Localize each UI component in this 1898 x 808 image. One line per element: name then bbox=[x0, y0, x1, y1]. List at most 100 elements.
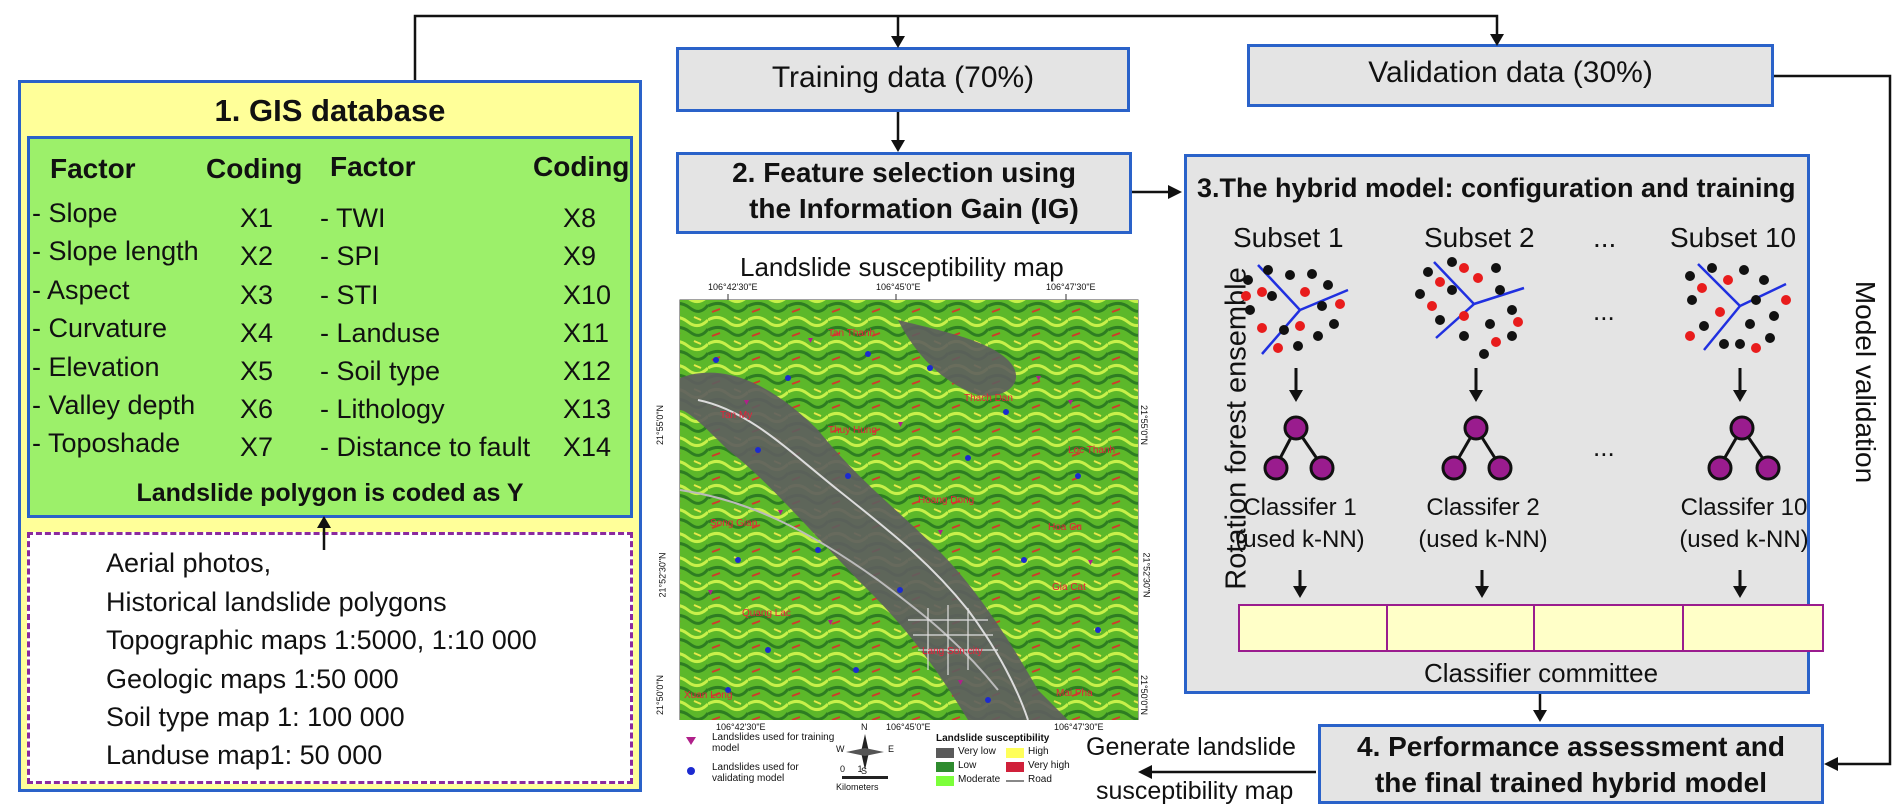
map-tick-bottom: 106°42'30"E bbox=[716, 722, 766, 732]
class-label: Low bbox=[958, 760, 977, 771]
performance-box bbox=[1318, 724, 1824, 804]
susceptibility-map: 106°42'30"E 106°45'0"E 106°47'30"E 106°4… bbox=[668, 282, 1156, 732]
subset-label: Subset 1 bbox=[1233, 222, 1344, 253]
road-swatch bbox=[1006, 780, 1024, 782]
tree-icon bbox=[1263, 415, 1335, 481]
code-item: X7 bbox=[240, 432, 274, 462]
validation-data-box bbox=[1247, 44, 1774, 107]
col-header-factor-right: Factor bbox=[330, 151, 416, 182]
road bbox=[679, 489, 999, 691]
place-label: Song Giap bbox=[710, 518, 758, 529]
code-item: X2 bbox=[240, 241, 274, 271]
tree-ellipsis: ... bbox=[1593, 432, 1615, 462]
place-label: Hoang Dong bbox=[918, 495, 975, 506]
col-header-factor-left: Factor bbox=[50, 153, 136, 184]
generate-line2: susceptibility map bbox=[1096, 777, 1294, 805]
compass-e: E bbox=[888, 744, 895, 754]
source-item: Topographic maps 1:5000, 1:10 000 bbox=[106, 625, 537, 655]
scale-unit: Kilometers bbox=[836, 782, 879, 792]
place-label: Quang Lac bbox=[742, 608, 791, 619]
code-item: X1 bbox=[240, 203, 274, 233]
code-item: X13 bbox=[563, 394, 612, 424]
data-sources-box bbox=[27, 532, 633, 784]
scale-bar bbox=[842, 776, 888, 779]
factor-item: - Slope bbox=[32, 198, 118, 228]
committee-cell bbox=[1240, 606, 1388, 650]
feature-selection-box bbox=[676, 152, 1132, 234]
map-title: Landslide susceptibility map bbox=[740, 252, 1064, 282]
gis-factor-table bbox=[27, 136, 633, 518]
factor-item: - SPI bbox=[320, 241, 381, 271]
place-label: Thuy Hung bbox=[828, 425, 877, 436]
factor-item: - Curvature bbox=[32, 313, 168, 343]
classifier-sub: (used k-NN) bbox=[1418, 526, 1548, 553]
upper-gray-region bbox=[898, 320, 1017, 396]
scatter-to-tree-arrows bbox=[1289, 368, 1747, 402]
map-tick-top: 106°47'30"E bbox=[1046, 282, 1096, 292]
class-label: Moderate bbox=[958, 774, 1001, 785]
class-swatch bbox=[936, 776, 954, 786]
validating-marker-icon bbox=[687, 767, 695, 775]
committee-label: Classifier committee bbox=[1424, 658, 1659, 688]
committee-cell bbox=[1388, 606, 1535, 650]
compass-icon bbox=[846, 734, 884, 770]
factor-item: - STI bbox=[320, 280, 379, 310]
class-swatch bbox=[936, 748, 954, 758]
training-marker-icon bbox=[686, 737, 696, 745]
factor-item: - TWI bbox=[320, 203, 386, 233]
map-tick-bottom: 106°45'0"E bbox=[886, 722, 931, 732]
class-label: Road bbox=[1028, 774, 1052, 785]
class-label: Very high bbox=[1028, 760, 1070, 771]
training-data-label: Training data (70%) bbox=[771, 61, 1035, 94]
river bbox=[697, 399, 1029, 721]
code-item: X6 bbox=[240, 394, 274, 424]
classifier-sub: (used k-NN) bbox=[1679, 526, 1809, 553]
legend-training-label: Landslides used for training model bbox=[712, 732, 835, 754]
classifier-sub: (used k-NN) bbox=[1235, 526, 1365, 553]
col-header-coding-right: Coding bbox=[533, 151, 630, 182]
code-item: X11 bbox=[563, 318, 610, 348]
col-header-coding-left: Coding bbox=[206, 153, 303, 184]
compass-w: W bbox=[836, 744, 845, 754]
gis-footer: Landslide polygon is coded as Y bbox=[136, 479, 524, 507]
valley-region bbox=[680, 372, 1068, 720]
subset-1-scatter bbox=[1241, 264, 1349, 355]
factor-item: - Slope length bbox=[32, 236, 199, 266]
place-label: Tan Thanh bbox=[828, 328, 876, 339]
subset-2-scatter bbox=[1415, 257, 1525, 359]
code-item: X12 bbox=[563, 356, 612, 386]
classifier-label: Classifer 2 bbox=[1426, 494, 1540, 521]
place-label: Hoa Cu bbox=[1048, 522, 1082, 533]
place-label: Thach Dan bbox=[964, 393, 1013, 404]
legend-validating-label: Landslides used for validating model bbox=[712, 762, 799, 784]
performance-line1: 4. Performance assessment and bbox=[1357, 731, 1785, 762]
factor-item: - Distance to fault bbox=[320, 432, 531, 462]
feature-selection-line1: 2. Feature selection using bbox=[732, 157, 1076, 188]
source-item: Aerial photos, bbox=[106, 548, 272, 578]
tree-icon bbox=[1707, 415, 1781, 481]
factor-item: - Elevation bbox=[32, 352, 160, 382]
generate-line1: Generate landslide bbox=[1086, 733, 1296, 761]
source-item: Landuse map1: 50 000 bbox=[106, 740, 383, 770]
map-tick-bottom: 106°47'30"E bbox=[1054, 722, 1104, 732]
code-item: X8 bbox=[563, 203, 597, 233]
feature-selection-line2: the Information Gain (IG) bbox=[749, 193, 1079, 224]
code-item: X3 bbox=[240, 280, 274, 310]
factor-item: - Landuse bbox=[320, 318, 441, 348]
training-data-box bbox=[676, 47, 1130, 112]
source-item: Soil type map 1: 100 000 bbox=[106, 702, 405, 732]
subset-ellipsis: ... bbox=[1593, 222, 1617, 253]
compass-s: S bbox=[861, 766, 868, 776]
subset-10-scatter bbox=[1685, 263, 1791, 353]
place-label: Lang Son city bbox=[922, 646, 983, 657]
factor-item: - Toposhade bbox=[32, 428, 181, 458]
place-label: Tan My bbox=[720, 410, 753, 421]
hybrid-title: 3.The hybrid model: configuration and tr… bbox=[1197, 173, 1796, 203]
map-tick-top: 106°42'30"E bbox=[708, 282, 758, 292]
map-graphic bbox=[679, 294, 1139, 721]
class-swatch bbox=[936, 762, 954, 772]
compass-n: N bbox=[861, 722, 868, 732]
code-item: X10 bbox=[563, 280, 612, 310]
class-label: High bbox=[1028, 746, 1049, 757]
